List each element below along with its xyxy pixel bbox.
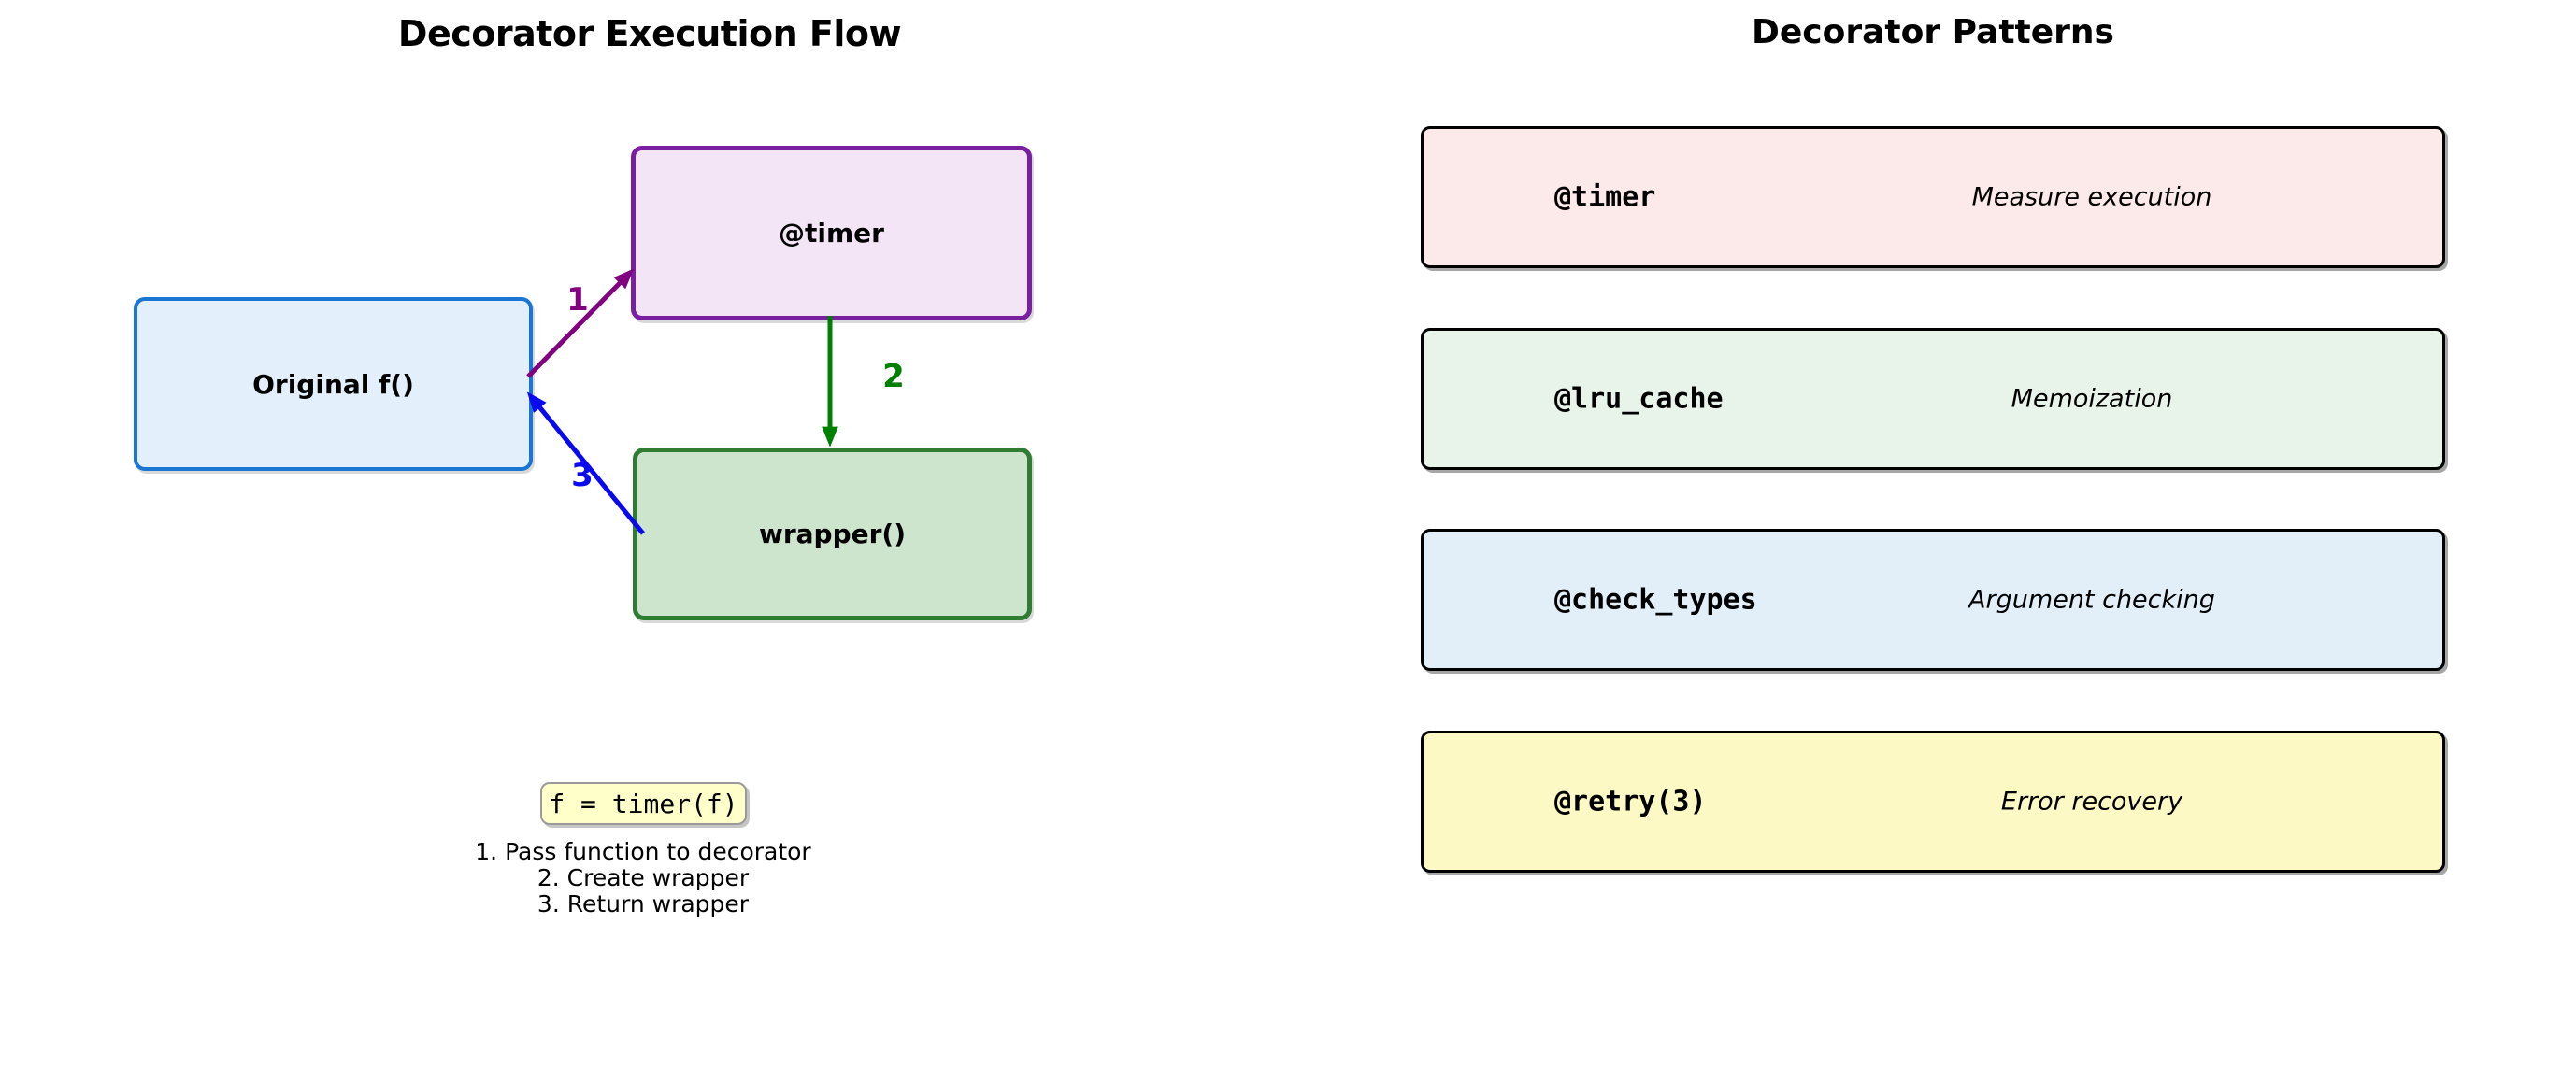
pattern-row-retry: @retry(3) Error recovery [1421, 731, 2445, 873]
node-original-function: Original f() [134, 297, 533, 471]
pattern-name-lru-cache: @lru_cache [1554, 382, 1724, 416]
step-item-1: 1. Pass function to decorator [475, 838, 811, 865]
pattern-description-timer: Measure execution [1971, 182, 2212, 212]
node-timer-label: @timer [779, 218, 884, 249]
pattern-row-timer: @timer Measure execution [1421, 126, 2445, 268]
step-item-3: 3. Return wrapper [537, 890, 750, 917]
pattern-row-lru-cache: @lru_cache Memoization [1421, 328, 2445, 470]
right-panel-title: Decorator Patterns [1751, 13, 2114, 51]
arrow-label-2: 2 [882, 358, 905, 395]
step-item-2: 2. Create wrapper [537, 864, 750, 891]
node-wrapper-label: wrapper() [758, 519, 907, 549]
arrow-label-1: 1 [566, 281, 589, 319]
arrow-label-3: 3 [571, 457, 594, 494]
left-panel-title: Decorator Execution Flow [397, 13, 902, 54]
code-annotation-text: f = timer(f) [549, 788, 738, 819]
pattern-name-check-types: @check_types [1554, 583, 1757, 617]
pattern-description-lru-cache: Memoization [2011, 384, 2173, 414]
steps-list: 1. Pass function to decorator 2. Create … [409, 839, 877, 917]
pattern-row-check-types: @check_types Argument checking [1421, 529, 2445, 671]
code-annotation-box: f = timer(f) [540, 782, 747, 825]
pattern-name-timer: @timer [1554, 180, 1656, 214]
node-wrapper-function: wrapper() [633, 448, 1032, 620]
node-timer-decorator: @timer [631, 146, 1032, 320]
pattern-name-retry: @retry(3) [1554, 785, 1707, 818]
node-original-label: Original f() [252, 368, 414, 400]
pattern-description-check-types: Argument checking [1968, 585, 2215, 615]
pattern-description-retry: Error recovery [2000, 787, 2183, 817]
